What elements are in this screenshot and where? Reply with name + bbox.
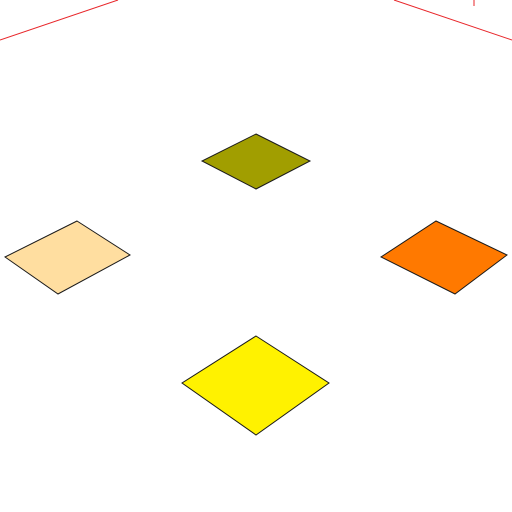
tile-right[interactable] <box>379 220 508 295</box>
tile-top[interactable] <box>200 133 312 190</box>
tile-bottom[interactable] <box>181 335 330 436</box>
floor-edge-left <box>0 0 119 41</box>
floor-edge-right <box>393 0 512 41</box>
tile-left[interactable] <box>4 220 131 295</box>
